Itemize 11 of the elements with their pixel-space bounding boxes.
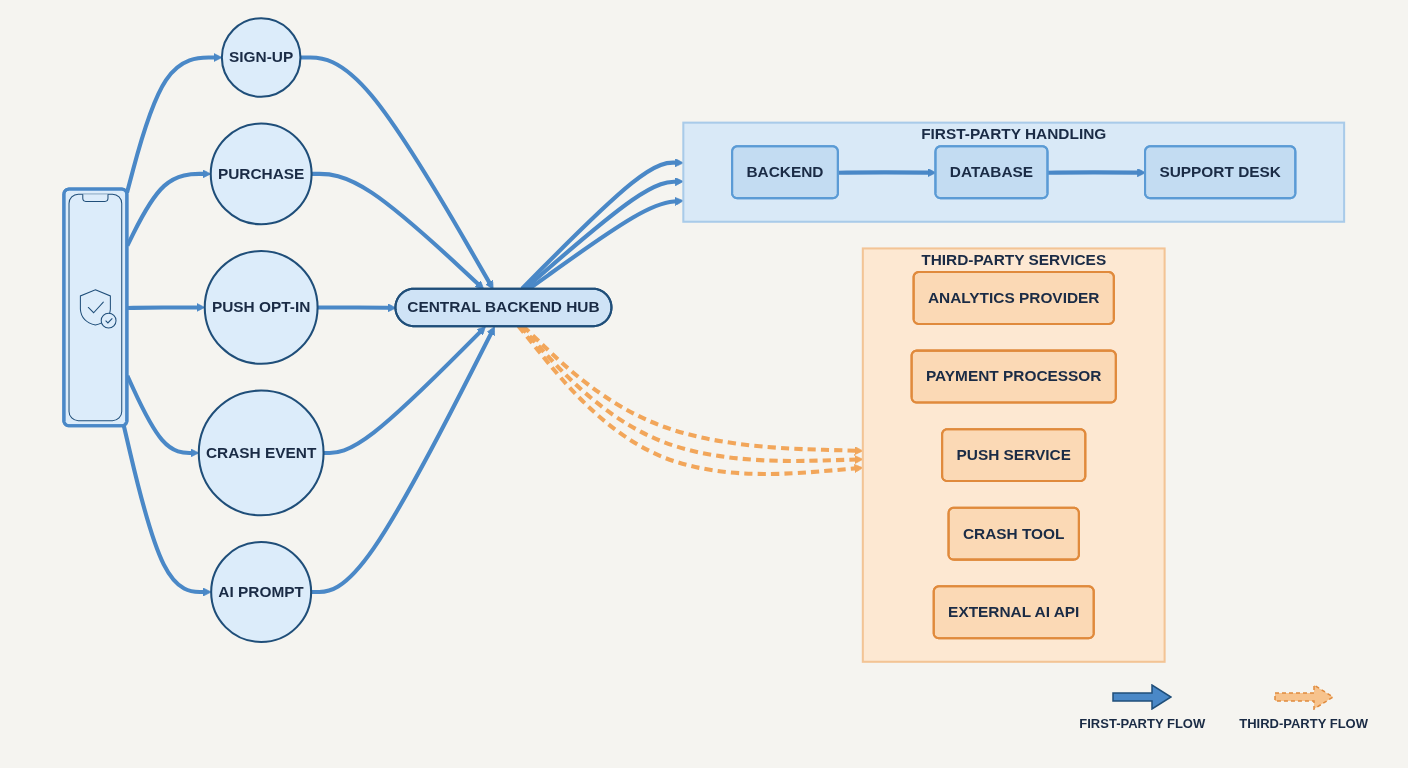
- arrow: [311, 326, 495, 595]
- arrow: [1047, 168, 1146, 178]
- arrow: [121, 425, 212, 597]
- node-circle: AI PROMPT: [210, 541, 313, 643]
- node-circle: CRASH EVENT: [197, 389, 325, 517]
- node-circle: SIGN-UP: [220, 17, 302, 98]
- legend-label: THIRD-PARTY FLOW: [1239, 716, 1368, 731]
- node-circle: PUSH OPT-IN: [203, 250, 319, 365]
- node-circle: PURCHASE: [209, 122, 313, 226]
- legend-label: FIRST-PARTY FLOW: [1079, 716, 1206, 731]
- arrow: [323, 326, 486, 455]
